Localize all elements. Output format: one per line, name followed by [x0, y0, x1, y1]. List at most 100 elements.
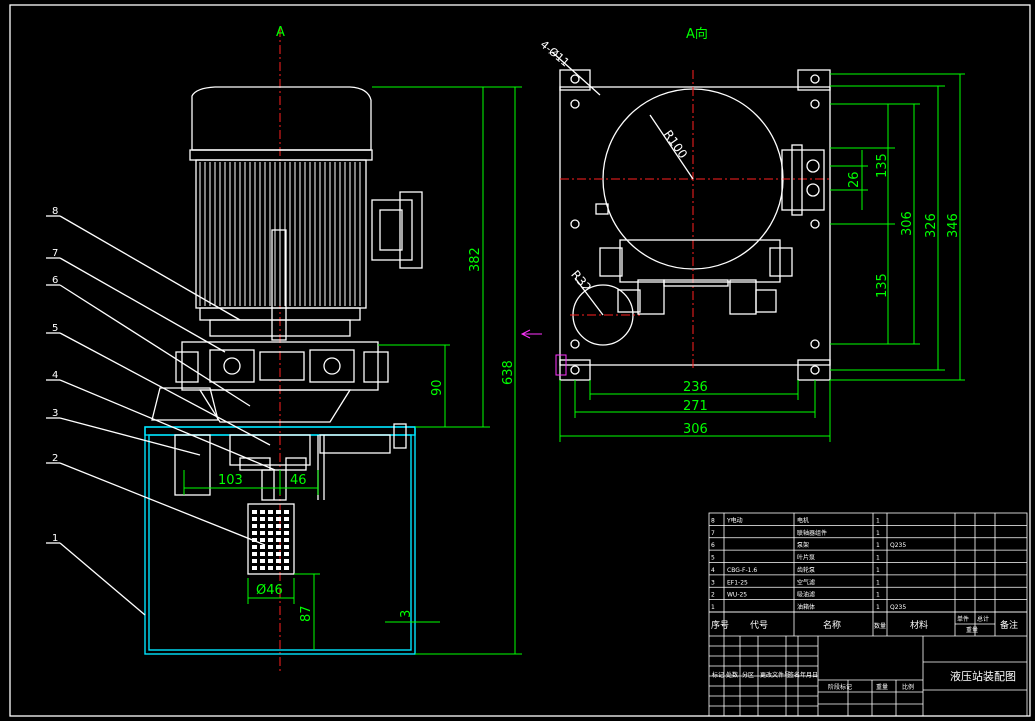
- side-valve: [781, 149, 825, 211]
- lower-valves: [599, 239, 793, 315]
- dim-w-306: 306: [683, 422, 708, 437]
- label-date: 年月日: [800, 671, 818, 679]
- dim-h-346: 346: [946, 213, 961, 238]
- drawing-title: 液压站装配图: [950, 669, 1016, 683]
- part-number-4: 4: [52, 370, 58, 381]
- bom-cell-name: 电机: [797, 516, 809, 524]
- drawing-border: [9, 4, 1031, 717]
- label-count: 处数: [726, 671, 738, 679]
- bom-cell-name: 联轴器组件: [797, 529, 827, 537]
- label-zone: 分区: [742, 671, 754, 679]
- filter-mesh: [252, 510, 289, 570]
- bom-cell-qty: 1: [876, 579, 880, 586]
- dim-filter-dia: Ø46: [256, 583, 283, 598]
- header-weight: 重量: [966, 626, 978, 634]
- oil-tank: [144, 426, 416, 655]
- header-qty: 数量: [874, 622, 886, 630]
- dim-height-upper: 382: [468, 247, 483, 272]
- bom-cell-name: 空气滤: [797, 578, 815, 586]
- motor-fins: [199, 162, 361, 306]
- bom-cell-mat: Q235: [890, 604, 906, 611]
- front-view: A: [46, 25, 542, 672]
- top-width-dims: 236 271 306: [559, 380, 831, 442]
- bom-row: 5 叶片泵 1: [709, 554, 1027, 563]
- header-no: 序号: [711, 619, 729, 631]
- bom-cell-no: 4: [711, 567, 715, 574]
- dim-h-135a: 135: [875, 153, 890, 178]
- pump-block: [181, 341, 379, 391]
- bom-cell-code: Y电动: [726, 516, 743, 524]
- top-view: A向 R100 R32: [538, 26, 965, 442]
- dim-holes: 4-Ø11: [538, 38, 572, 70]
- header-unit-weight: 单件: [957, 615, 969, 623]
- bom-cell-qty: 1: [876, 604, 880, 611]
- bom-cell-no: 6: [711, 542, 715, 549]
- bom-cell-name: 吸油滤: [797, 591, 815, 599]
- base-plate: [559, 86, 831, 366]
- top-height-dims: 135 26 306 326 346 135: [830, 73, 965, 381]
- part-number-1: 1: [52, 533, 58, 544]
- part-number-6: 6: [52, 275, 58, 286]
- label-change: 更改文件号: [760, 671, 790, 679]
- title-grid: [709, 636, 923, 716]
- motor-top-cap: [191, 86, 372, 151]
- bom-cell-qty: 1: [876, 567, 880, 574]
- terminal-box: [371, 199, 413, 261]
- header-note: 备注: [1000, 619, 1018, 631]
- bom-row: 1 油箱体 1 Q235: [709, 603, 1027, 613]
- bom-cell-qty: 1: [876, 530, 880, 537]
- bom-cell-name: 油箱体: [797, 603, 815, 611]
- dim-offset-a: 103: [218, 473, 243, 488]
- front-dimensions: 638 382 90 103 46 Ø46 87: [183, 86, 522, 655]
- dim-filter-height: 87: [299, 605, 314, 622]
- header-code: 代号: [750, 620, 768, 631]
- bom-cell-no: 8: [711, 517, 715, 524]
- dim-radius-tank: R100: [661, 127, 690, 161]
- part-leaders: 8 7 6 5 4 3 2 1: [46, 206, 276, 616]
- bom-cell-no: 5: [711, 555, 715, 562]
- part-number-2: 2: [52, 453, 58, 464]
- bom-cell-name: 叶片泵: [797, 554, 815, 562]
- bom-cell-qty: 1: [876, 542, 880, 549]
- bom-cell-name: 泵架: [797, 541, 809, 549]
- bom-cell-code: CBG-F-1.6: [727, 567, 757, 574]
- label-scale: 比例: [902, 683, 914, 691]
- label-stage: 阶段标记: [828, 683, 852, 691]
- view-arrow: [520, 329, 542, 339]
- gear-pump: [151, 387, 219, 421]
- dim-h-326: 326: [924, 213, 939, 238]
- bom-row: 7 联轴器组件 1: [709, 529, 1027, 539]
- bom-row: 4 CBG-F-1.6 齿轮泵 1: [709, 566, 1027, 576]
- header-mat: 材料: [910, 619, 928, 631]
- part-number-3: 3: [52, 408, 58, 419]
- dim-h-306: 306: [900, 211, 915, 236]
- bom-cell-no: 7: [711, 530, 715, 537]
- dim-radius-small: R32: [568, 268, 594, 295]
- header-name: 名称: [823, 619, 841, 631]
- bom-row: 6 泵架 1 Q235: [709, 541, 1027, 551]
- part-number-5: 5: [52, 323, 58, 334]
- dim-h-26: 26: [847, 171, 862, 188]
- bom-cell-code: WU-25: [727, 592, 747, 599]
- bom-cell-no: 1: [711, 604, 715, 611]
- label-sign: 签名: [788, 671, 800, 679]
- dim-height-overall: 638: [501, 360, 516, 385]
- suction-filter: [247, 503, 295, 575]
- dim-wall: 3: [399, 610, 414, 618]
- part-number-7: 7: [52, 248, 58, 259]
- bom-cell-qty: 1: [876, 555, 880, 562]
- pump-bracket: [198, 389, 352, 423]
- header-total-weight: 总计: [977, 615, 989, 623]
- bom-cell-mat: Q235: [890, 542, 906, 549]
- section-mark-a: A: [276, 25, 285, 40]
- bom-cell-name: 齿轮泵: [797, 566, 815, 574]
- part-number-8: 8: [52, 206, 58, 217]
- label-weight: 重量: [876, 683, 888, 691]
- label-mark: 标记: [712, 671, 724, 679]
- bom-cell-no: 3: [711, 579, 715, 586]
